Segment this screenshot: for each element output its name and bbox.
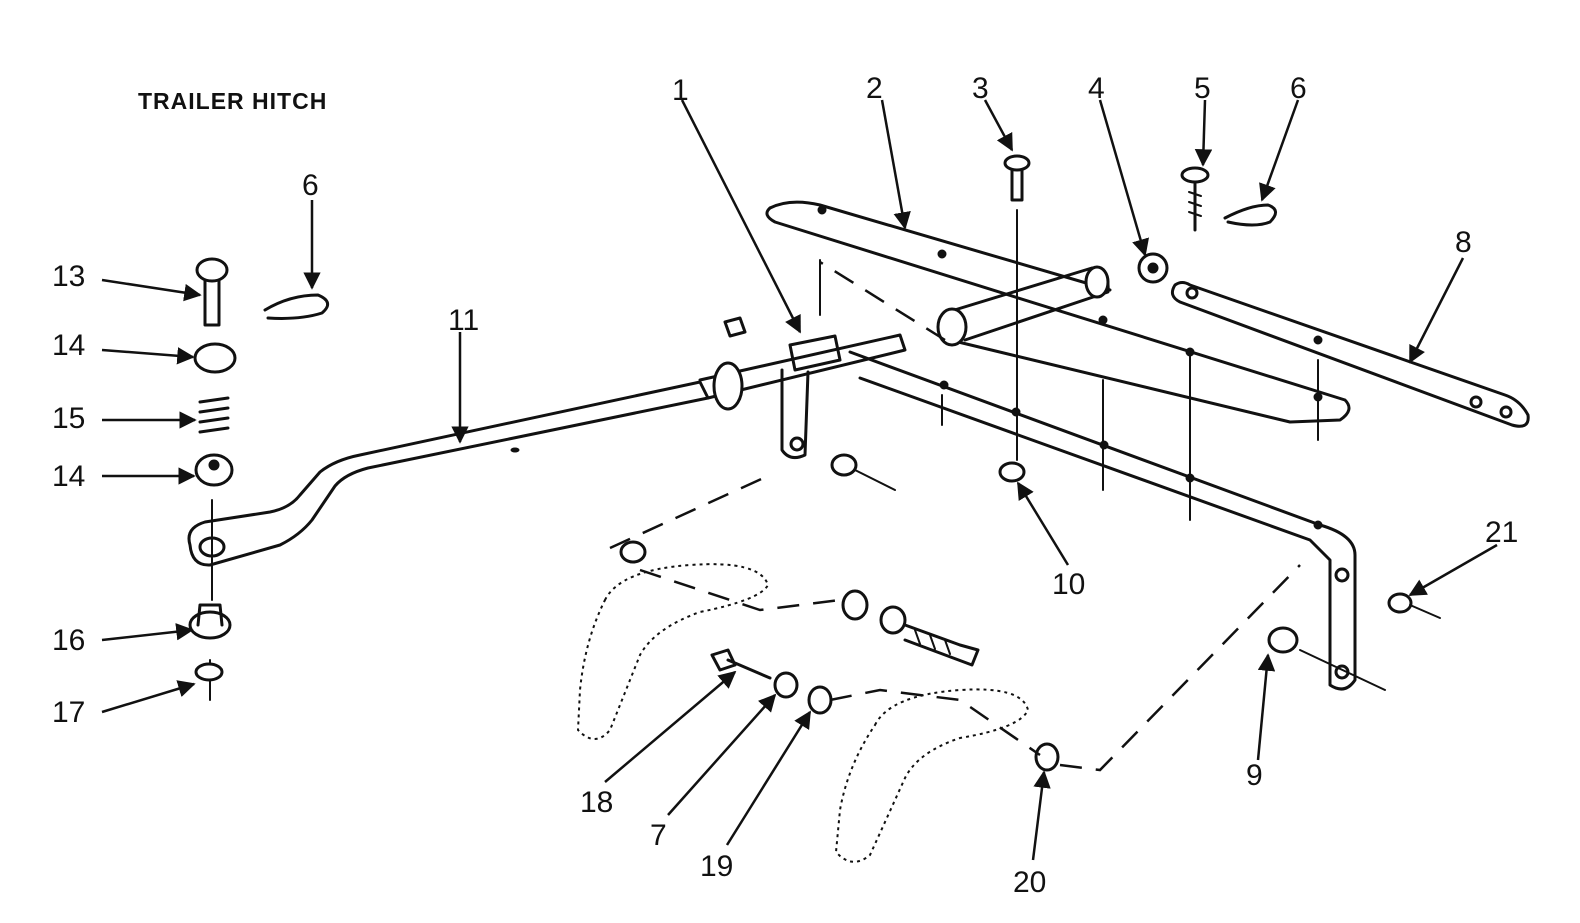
tire-outline-right — [834, 688, 1030, 863]
hair-pin-clip-left — [263, 293, 330, 320]
nut-10 — [998, 461, 1026, 483]
callout-16: 16 — [52, 624, 85, 657]
callout-17: 17 — [52, 696, 85, 729]
pivot-tube — [936, 252, 1169, 347]
side-bar — [1170, 281, 1530, 428]
diagram-title: TRAILER HITCH — [138, 88, 328, 114]
callout-11: 11 — [448, 304, 479, 337]
screw-5 — [1180, 166, 1210, 232]
washer-17 — [194, 662, 224, 682]
drawbar — [187, 333, 907, 567]
spring-15 — [198, 396, 230, 434]
washer-20 — [1034, 742, 1060, 772]
callout-14-bottom: 14 — [52, 460, 85, 493]
spacer-14-top — [193, 342, 237, 374]
callout-4: 4 — [1088, 72, 1105, 105]
upper-plate — [765, 200, 1351, 424]
callout-6-left: 6 — [302, 169, 319, 202]
washer-19 — [807, 685, 833, 715]
lower-bolt-assembly — [619, 540, 980, 667]
assembly-lines — [609, 260, 1301, 772]
callout-9: 9 — [1246, 759, 1263, 792]
callout-13: 13 — [52, 260, 85, 293]
bolt-13 — [195, 257, 229, 327]
callout-2: 2 — [866, 72, 883, 105]
callout-1: 1 — [672, 74, 689, 107]
tire-outline-left — [576, 563, 770, 740]
callout-18: 18 — [580, 786, 613, 819]
callout-14-top: 14 — [52, 329, 85, 362]
pivot-bracket — [723, 316, 842, 460]
callout-20: 20 — [1013, 866, 1046, 899]
callout-3: 3 — [972, 72, 989, 105]
center-lines — [209, 209, 1319, 701]
leader-lines — [101, 99, 1498, 861]
nut-21 — [1387, 592, 1441, 619]
hair-pin-clip-top — [1223, 203, 1277, 227]
nut-9 — [1267, 626, 1386, 691]
callout-15: 15 — [52, 402, 85, 435]
bolt-3 — [1003, 154, 1031, 202]
bracket-bolt — [830, 453, 896, 491]
callout-21: 21 — [1485, 516, 1518, 549]
spacer-14-bottom — [194, 453, 234, 487]
callout-8: 8 — [1455, 226, 1472, 259]
callout-19: 19 — [700, 850, 733, 883]
washer-7 — [773, 671, 799, 699]
bolt-18 — [710, 648, 772, 680]
callout-5: 5 — [1194, 72, 1211, 105]
callout-10: 10 — [1052, 568, 1085, 601]
callout-7: 7 — [650, 819, 667, 852]
nut-16 — [188, 603, 232, 640]
callout-6-top: 6 — [1290, 72, 1307, 105]
